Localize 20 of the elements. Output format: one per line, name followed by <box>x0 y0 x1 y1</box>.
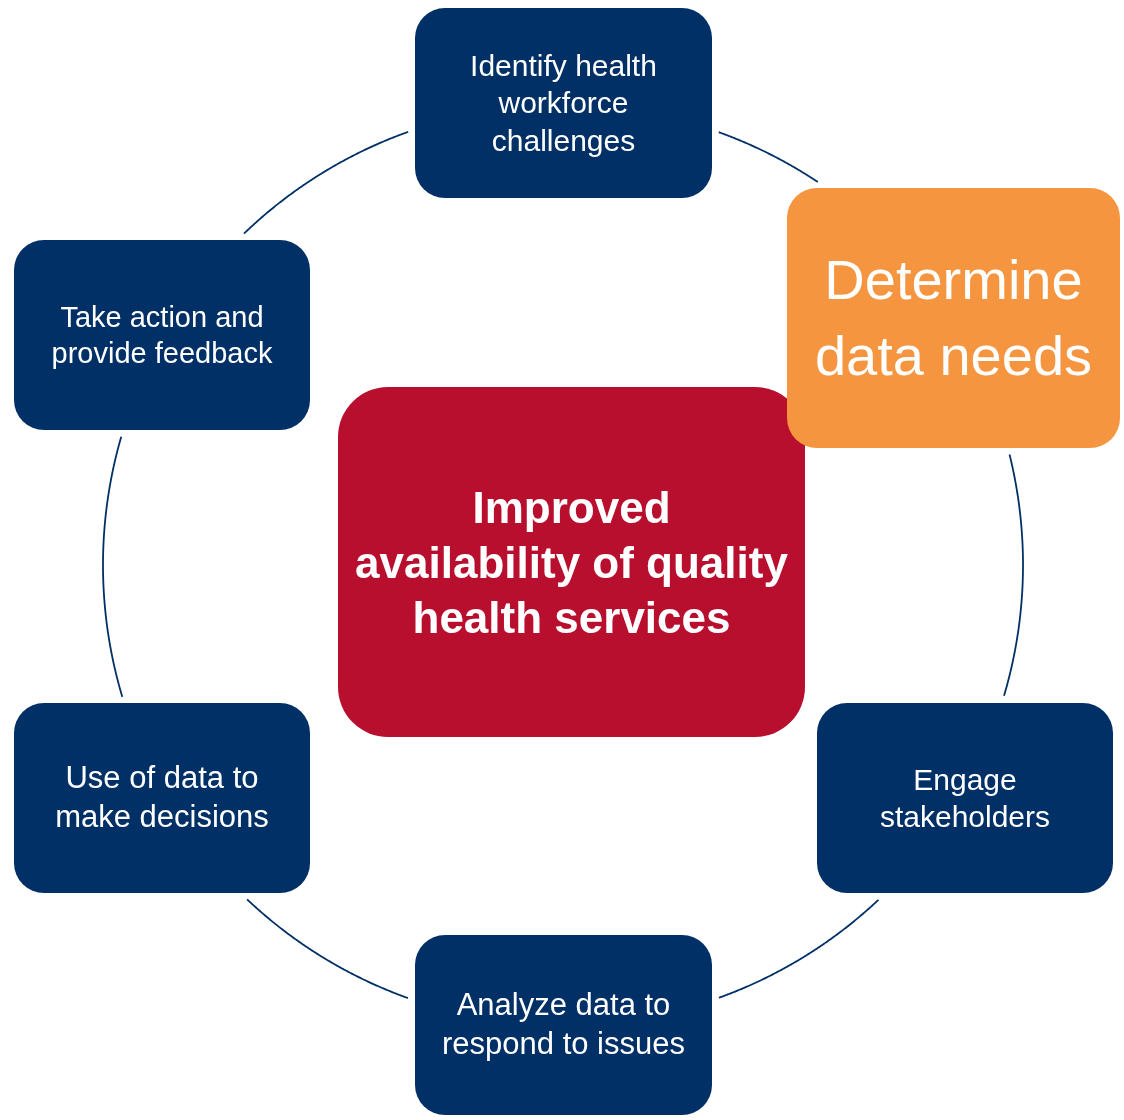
cycle-arc <box>102 435 124 698</box>
process-box <box>14 240 310 430</box>
cycle-arc <box>243 130 410 235</box>
process-box <box>14 703 310 893</box>
cycle-arc <box>718 898 880 999</box>
step-text: Identify health workforce challenges <box>469 47 658 159</box>
step-text: Improved availability of quality health services <box>354 481 789 644</box>
cycle-arc <box>246 898 409 999</box>
cycle-arc <box>1003 453 1024 697</box>
highlighted-process-box <box>787 188 1120 448</box>
process-box <box>415 8 712 198</box>
process-box <box>817 703 1113 893</box>
step-text: Use of data to make decisions <box>54 759 270 836</box>
central-goal-box <box>338 387 805 737</box>
step-text: Analyze data to respond to issues <box>441 986 686 1063</box>
process-box <box>415 935 712 1115</box>
step-text: Take action and provide feedback <box>50 299 274 371</box>
step-text: Engage stakeholders <box>878 761 1052 835</box>
cycle-arc <box>717 131 819 183</box>
step-text: Determine data needs <box>813 247 1094 389</box>
